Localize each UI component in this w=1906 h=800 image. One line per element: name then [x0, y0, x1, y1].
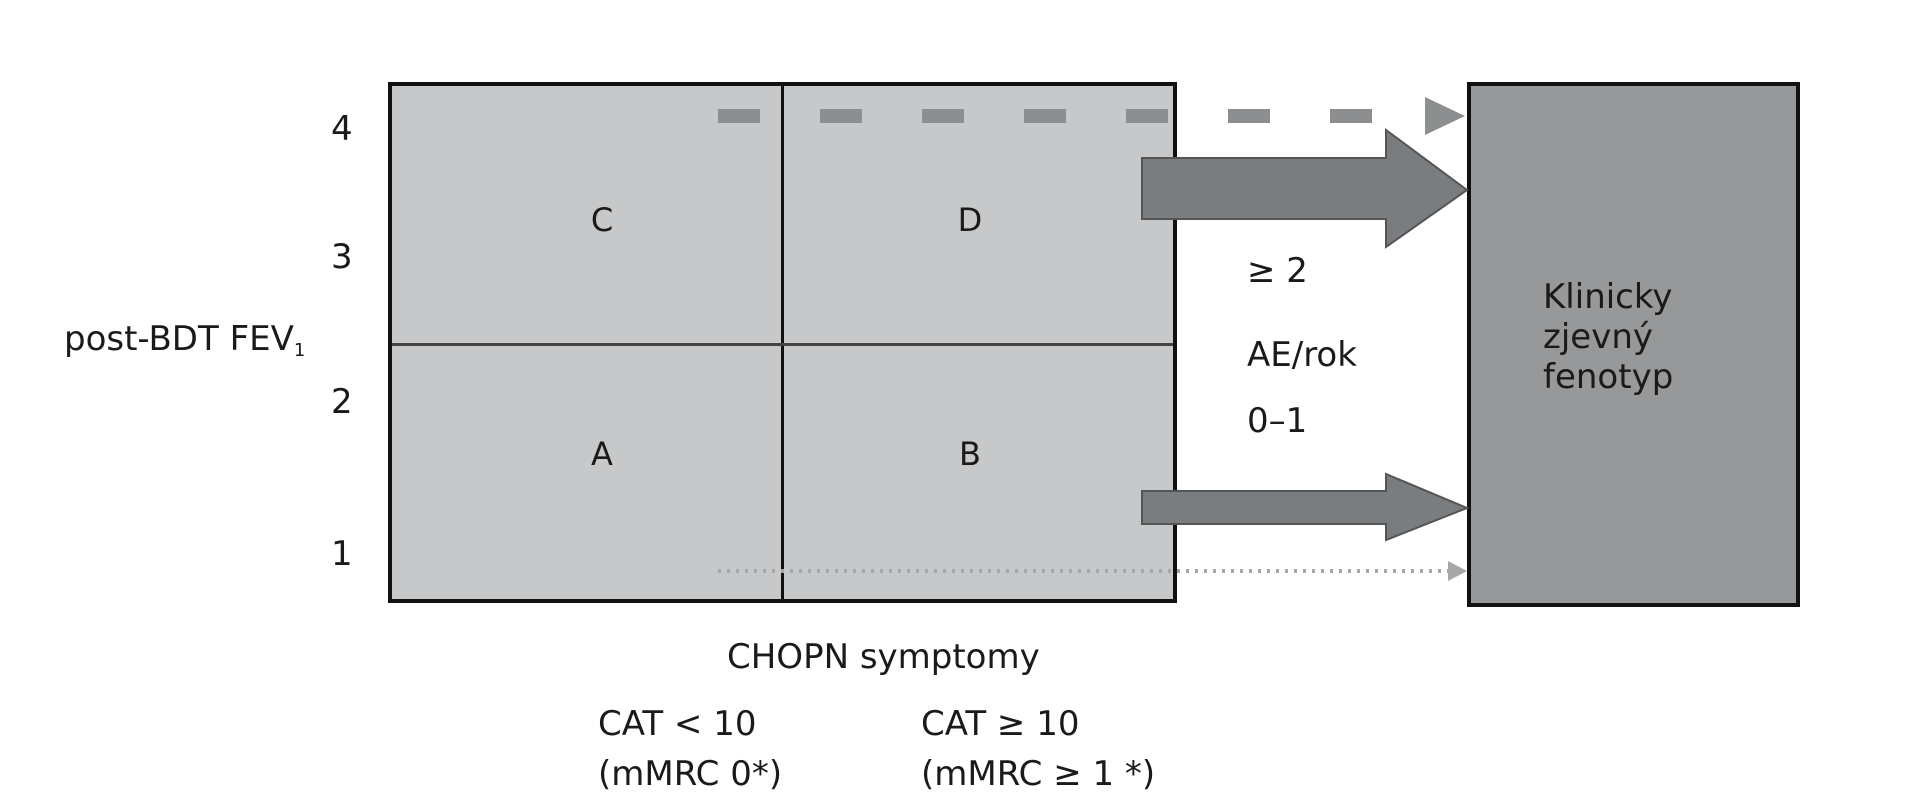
- x-axis-right-line1: CAT ≥ 10: [921, 704, 1080, 744]
- x-axis-left-line2: (mMRC 0*): [598, 754, 783, 794]
- grid-vertical-divider: [781, 84, 784, 601]
- quadrant-a: A: [591, 435, 613, 473]
- y-tick-1: 1: [331, 534, 353, 574]
- y-tick-2: 2: [331, 382, 353, 422]
- dotted-arrow-head: [1448, 561, 1467, 581]
- y-axis-label-text: post-BDT FEV: [64, 319, 294, 359]
- phenotype-label-line2: zjevný: [1543, 317, 1654, 357]
- exacerbation-low-label: 0–1: [1247, 401, 1308, 441]
- x-axis-left-line1: CAT < 10: [598, 704, 757, 744]
- phenotype-box: [1467, 82, 1800, 607]
- upper-block-arrow: [1141, 128, 1469, 249]
- y-tick-3: 3: [331, 237, 353, 277]
- x-axis-right-line2: (mMRC ≥ 1 *): [921, 754, 1156, 794]
- quadrant-c: C: [590, 201, 614, 239]
- quadrant-b: B: [959, 435, 981, 473]
- y-axis-label: post-BDT FEV1: [64, 322, 305, 360]
- x-axis-title: CHOPN symptomy: [727, 637, 1040, 677]
- grid-horizontal-divider: [392, 343, 1173, 346]
- exacerbation-high-label: ≥ 2: [1247, 251, 1308, 291]
- y-tick-4: 4: [331, 109, 353, 149]
- phenotype-label-line1: Klinicky: [1543, 277, 1673, 317]
- exacerbation-unit-label: AE/rok: [1247, 335, 1357, 375]
- dashed-arrow-head: [1425, 97, 1465, 135]
- phenotype-label-line3: fenotyp: [1543, 357, 1674, 397]
- lower-block-arrow: [1141, 472, 1470, 542]
- quadrant-d: D: [957, 201, 983, 239]
- y-axis-label-subscript: 1: [293, 340, 306, 361]
